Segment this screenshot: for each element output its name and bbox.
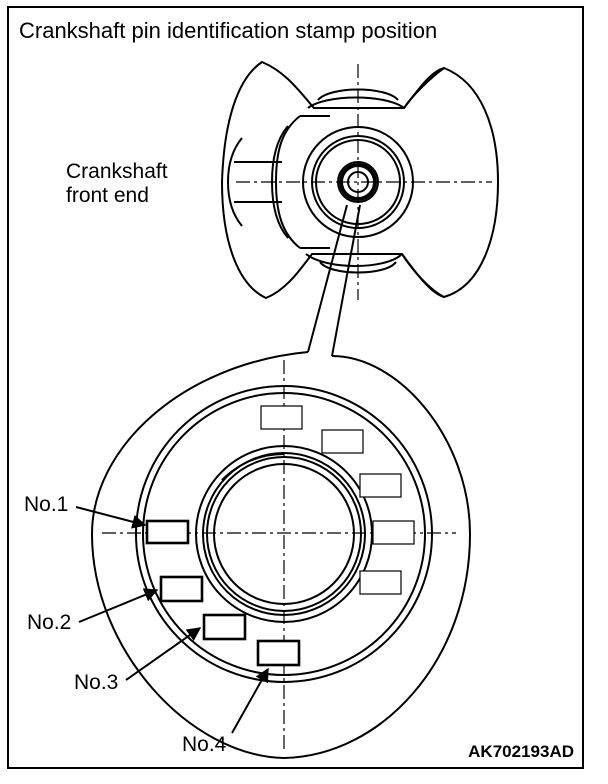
stamp-box-no3 [202, 613, 247, 641]
stamp-box [321, 429, 364, 454]
front-end-label-line1: Crankshaft [66, 160, 168, 183]
front-end-label: Crankshaft front end [66, 160, 168, 208]
stamp-box [359, 570, 402, 595]
label-no3: No.3 [74, 671, 119, 694]
stamp-box [359, 473, 402, 498]
stamp-positions [145, 405, 415, 667]
stamp-box [260, 405, 303, 430]
crankshaft-front-view [220, 60, 500, 300]
leader-arrow-no1 [75, 506, 147, 529]
stamp-box-no1 [145, 519, 190, 545]
front-end-label-line2: front end [66, 184, 149, 208]
leader-arrow-no4 [231, 667, 269, 734]
label-no2: No.2 [27, 611, 72, 634]
stamp-box-no2 [159, 575, 204, 603]
leader-arrows [75, 506, 269, 734]
detail-callout-lines [307, 204, 361, 357]
label-no1: No.1 [24, 493, 69, 516]
figure-frame [7, 6, 584, 769]
figure-title: Crankshaft pin identification stamp posi… [19, 18, 438, 43]
figure-code: AK702193AD [468, 742, 574, 761]
stamp-box [372, 520, 415, 545]
leader-arrow-no2 [78, 588, 159, 623]
front-view-centerlines [236, 64, 492, 300]
leader-arrow-no3 [125, 627, 202, 681]
stamp-box-no4 [256, 639, 301, 667]
